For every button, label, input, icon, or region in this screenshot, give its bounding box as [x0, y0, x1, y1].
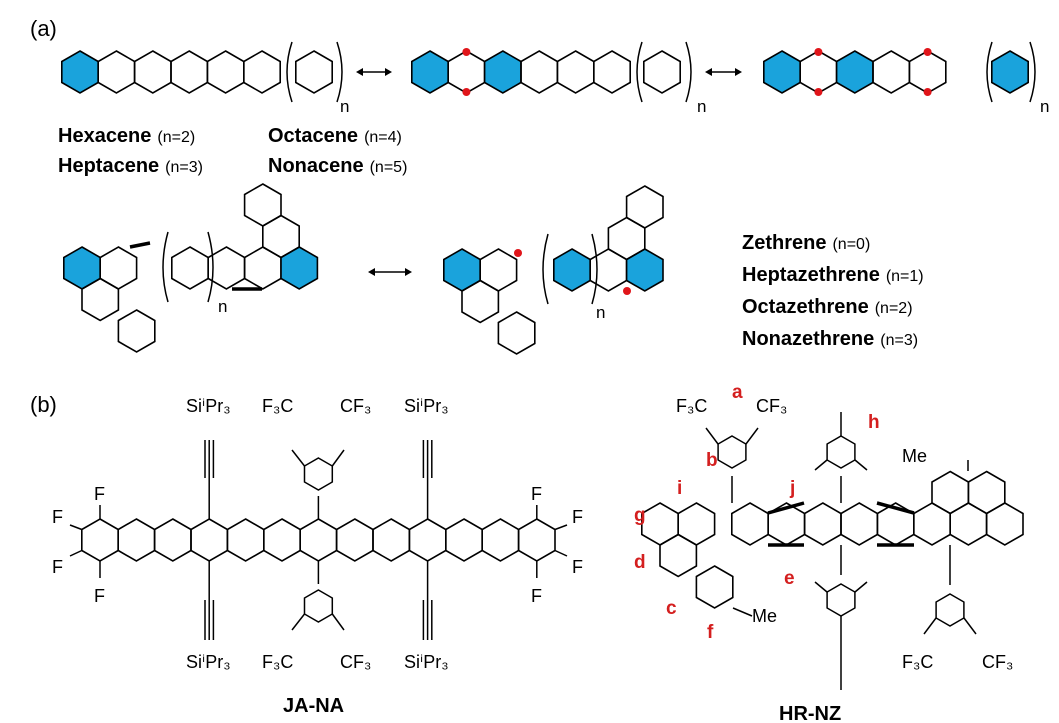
fluorine-label: F	[531, 484, 542, 504]
fluorine-label: F	[572, 507, 583, 527]
position-label: f	[707, 622, 714, 643]
resonance-arrow-2	[705, 68, 742, 76]
ja-na-name: JA-NA	[283, 695, 344, 717]
acene-subscript-3: n	[1040, 97, 1049, 116]
tips-label: SiⁱPr₃	[186, 396, 231, 416]
zethrene-subscript-1: n	[218, 297, 227, 316]
svg-text:Nonacene(n=5): Nonacene (n=5)	[268, 155, 407, 177]
cf3-label: CF₃	[756, 396, 787, 416]
acene-list: Hexacene (n=2) Heptacene (n=3) Octacene (n=…	[58, 125, 407, 177]
hr-nz-name: HR-NZ	[779, 703, 841, 723]
zethrene-subscript-2: n	[596, 303, 605, 322]
ja-na-structure	[69, 440, 568, 640]
methyl-label: Me	[902, 446, 927, 466]
position-label: i	[677, 478, 682, 499]
svg-text:Zethrene(n=0): Zethrene (n=0)	[742, 232, 870, 254]
tips-label: SiⁱPr₃	[404, 396, 449, 416]
position-label: d	[634, 552, 646, 573]
acene-n: (n=5)	[370, 159, 408, 176]
position-label: e	[784, 568, 795, 589]
hr-nz-structure	[640, 412, 1024, 690]
svg-text:Octazethrene(n=2): Octazethrene (n=2)	[742, 296, 913, 318]
zethrene-list: Zethrene (n=0) Heptazethrene (n=1) Octazet…	[742, 232, 924, 350]
radical-dot	[462, 88, 471, 96]
svg-text:Heptazethrene(n=1): Heptazethrene (n=1)	[742, 264, 924, 286]
acene-structure-tetraradical	[762, 41, 1036, 103]
svg-text:Hexacene(n=2): Hexacene (n=2)	[58, 125, 195, 147]
cf3-label: CF₃	[340, 396, 371, 416]
radical-dot	[814, 88, 823, 96]
acene-name: Nonacene	[268, 155, 364, 177]
position-label: c	[666, 598, 677, 619]
position-label: j	[789, 478, 795, 499]
svg-text:Octacene(n=4): Octacene (n=4)	[268, 125, 402, 147]
resonance-arrow-3	[368, 268, 412, 276]
methyl-label: Me	[752, 606, 777, 626]
acene-structure-biradical	[410, 41, 692, 103]
acene-n: (n=3)	[165, 159, 203, 176]
zethrene-n: (n=1)	[886, 268, 924, 285]
position-label: g	[634, 505, 646, 526]
acene-subscript-1: n	[340, 97, 349, 116]
fluorine-label: F	[94, 586, 105, 606]
svg-text:Nonazethrene(n=3): Nonazethrene (n=3)	[742, 328, 918, 350]
fluorine-label: F	[52, 557, 63, 577]
acene-name: Octacene	[268, 125, 358, 147]
zethrene-n: (n=2)	[875, 300, 913, 317]
position-labels: a b h i j g d e c f	[634, 382, 880, 643]
fluorine-label: F	[52, 507, 63, 527]
zethrene-structure-closed-shell	[62, 183, 319, 353]
cf3-label: F₃C	[262, 652, 293, 672]
tips-label: SiⁱPr₃	[186, 652, 231, 672]
radical-dot	[923, 88, 932, 96]
position-label: h	[868, 412, 880, 433]
acene-name: Hexacene	[58, 125, 151, 147]
acene-subscript-2: n	[697, 97, 706, 116]
radical-dot	[462, 48, 471, 56]
panel-b-label: (b)	[30, 392, 57, 417]
position-label: a	[732, 382, 743, 403]
fluorine-label: F	[94, 484, 105, 504]
zethrene-n: (n=3)	[880, 332, 918, 349]
cf3-label: F₃C	[262, 396, 293, 416]
zethrene-name: Heptazethrene	[742, 264, 880, 286]
acene-n: (n=4)	[364, 129, 402, 146]
fluorine-label: F	[572, 557, 583, 577]
cf3-label: CF₃	[340, 652, 371, 672]
position-label: b	[706, 450, 718, 471]
panel-a-label: (a)	[30, 16, 57, 41]
zethrene-n: (n=0)	[832, 236, 870, 253]
acene-name: Heptacene	[58, 155, 159, 177]
cf3-label: F₃C	[676, 396, 707, 416]
cf3-label: CF₃	[982, 652, 1013, 672]
radical-dot	[623, 287, 631, 295]
zethrene-structure-biradical	[442, 185, 664, 355]
radical-dot	[814, 48, 823, 56]
resonance-arrow-1	[356, 68, 392, 76]
zethrene-name: Zethrene	[742, 232, 826, 254]
acene-n: (n=2)	[157, 129, 195, 146]
radical-dot	[514, 249, 522, 257]
cf3-label: F₃C	[902, 652, 933, 672]
acene-structure-closed-shell	[60, 41, 343, 103]
zethrene-name: Nonazethrene	[742, 328, 874, 350]
zethrene-name: Octazethrene	[742, 296, 869, 318]
svg-text:Heptacene(n=3): Heptacene (n=3)	[58, 155, 203, 177]
fluorine-label: F	[531, 586, 542, 606]
radical-dot	[923, 48, 932, 56]
tips-label: SiⁱPr₃	[404, 652, 449, 672]
